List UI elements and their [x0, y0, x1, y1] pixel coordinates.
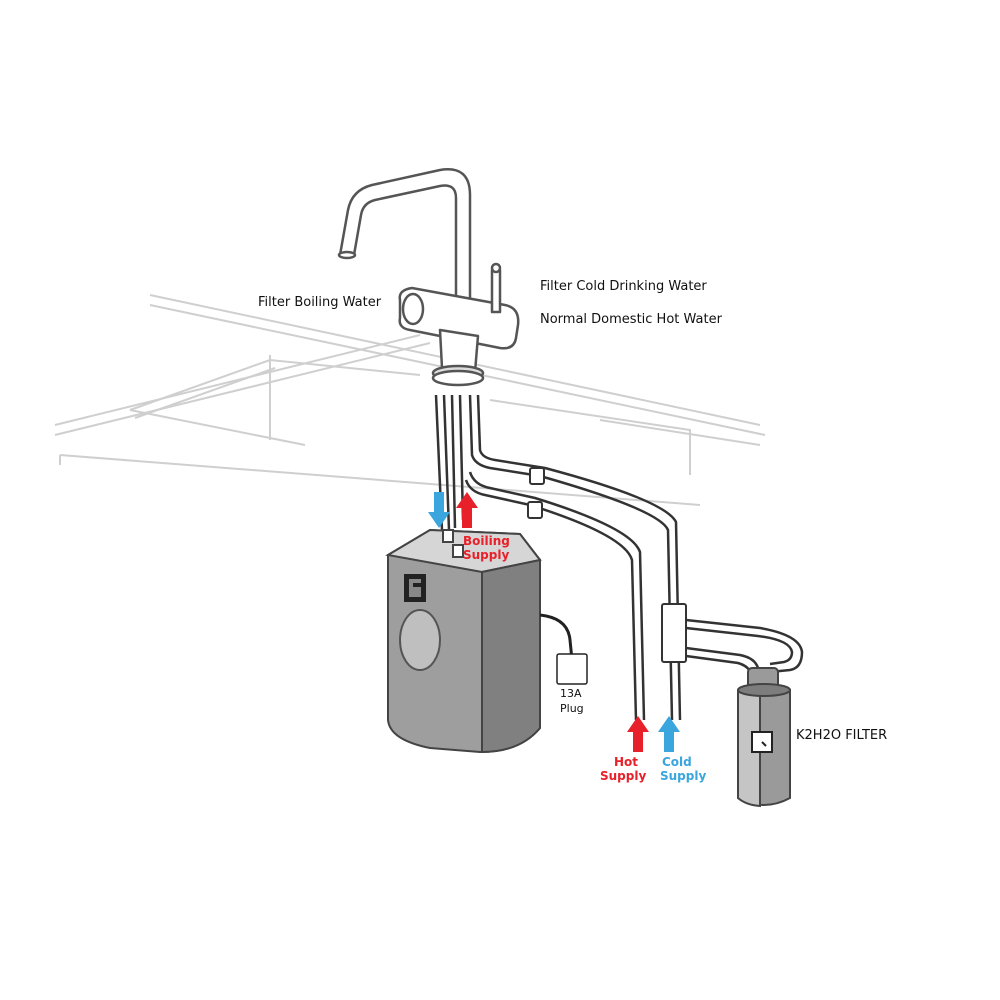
cold-arrow-boiler-icon [428, 492, 450, 528]
label-boiling-2: Supply [463, 548, 509, 562]
filter-hoses [685, 618, 804, 674]
label-cold-1: Cold [662, 755, 692, 769]
hot-arrow-supply-icon [627, 716, 649, 752]
label-plug-rating: 13A [560, 687, 582, 700]
plug [556, 653, 588, 685]
label-filter-name: K2H2O FILTER [796, 728, 887, 743]
label-plug: Plug [560, 702, 584, 715]
tap-pipes [434, 394, 682, 721]
filter-logo-icon [751, 731, 773, 753]
label-boiling-1: Boiling [463, 534, 510, 548]
tap [337, 168, 520, 387]
label-normal-hot: Normal Domestic Hot Water [540, 312, 723, 327]
label-filter-cold: Filter Cold Drinking Water [540, 279, 707, 294]
cold-arrow-supply-icon [658, 716, 680, 752]
label-hot-2: Supply [600, 769, 646, 783]
label-filter-boiling: Filter Boiling Water [258, 295, 382, 310]
label-cold-2: Supply [660, 769, 706, 783]
pipe-connectors [527, 467, 687, 663]
boiler-logo-icon [404, 574, 426, 602]
sink-outline [54, 294, 766, 506]
hot-arrow-boiler-icon [456, 492, 478, 528]
boiler-tank [385, 528, 574, 754]
label-hot-1: Hot [614, 755, 638, 769]
